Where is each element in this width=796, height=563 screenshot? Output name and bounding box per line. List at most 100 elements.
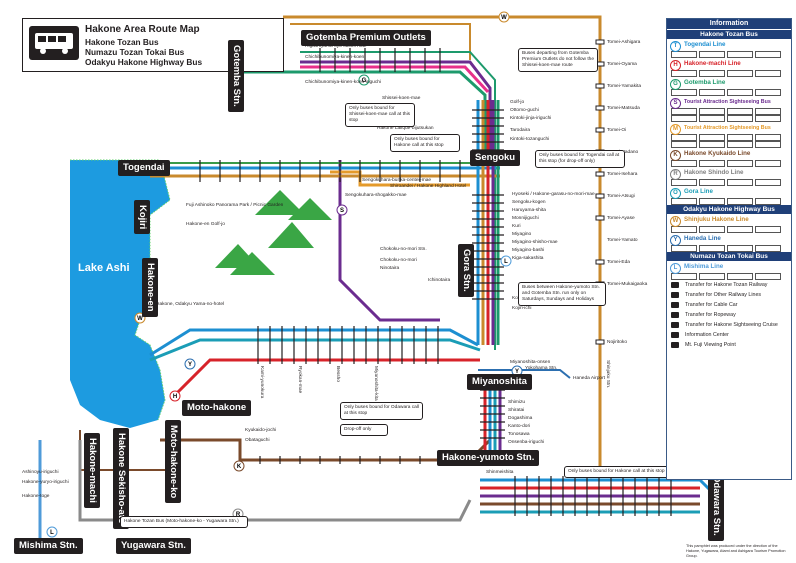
stop-kyukaido-jochi: Kyukaido-jochi [245,428,277,433]
stop-monnijiguchi: Monnijiguchi [512,216,539,221]
stop-kanto: Kanto-dori [508,424,531,429]
station-togendai[interactable]: Togendai [118,160,170,176]
gotemba-line-b [300,51,496,350]
info-line-mishima[interactable]: L Mishima Line [667,261,791,274]
line-s-icon: S [670,97,681,109]
info-line-kyukaido[interactable]: K Hakone Kyukaido Line [667,148,791,161]
info-line-gora[interactable]: O Gora Line [667,186,791,199]
svg-text:K: K [237,464,242,470]
station-hakone-yumoto[interactable]: Hakone-yumoto Stn. [437,450,540,466]
line-o-icon: O [670,187,681,199]
station-odawara[interactable]: Odawara Stn. [708,470,724,541]
stop-yokohama-stn: Yokohama Stn. [525,366,558,371]
hw-stop-1: Tomei-Ashigara [607,40,641,45]
yumoto-trunk [483,380,502,455]
station-gora[interactable]: Gora Stn. [458,244,474,297]
stop-shimizu: Shimizu [508,400,526,405]
station-yugawara[interactable]: Yugawara Stn. [116,538,191,554]
note-togendai: Only buses bound for Hakone call at this… [390,134,460,152]
stop-hakone-en-golf: Hakone-en Golf-jo [186,222,225,227]
info-section-numazu: Numazu Tozan Tokai Bus [667,252,791,261]
stop-hyoseki: Hyoseki / Hakone-garasu-no-mori-mae [512,192,595,197]
mountain-icons [215,190,332,275]
map-title: Hakone Area Route Map [85,24,200,35]
station-moto-hakone-ko[interactable]: Moto-hakone-ko [165,420,181,504]
pink-line [300,65,490,94]
legend-cruise: Transfer for Hakone Sightseeing Cruise [667,320,791,330]
hw-stop-7: Tomei-Isehara [607,172,638,177]
stop-hakone-yuryo: Hakone-yuryo-iriguchi [22,480,69,485]
stop-kuri: Kuri [512,224,521,229]
station-miyanoshita[interactable]: Miyanoshita [467,374,532,390]
stop-sengokuhara-shogakko: Sengokuhara-shogakko-mae [345,193,407,198]
note-sengoku: Only buses bound for Togendai call at th… [535,150,625,168]
station-mishima[interactable]: Mishima Stn. [14,538,83,554]
stop-shiroandei: Shiroandei / Hakone Highland Hotel [390,184,467,189]
stop-miyagino-shisho: Miyagino-shisho-mae [512,240,558,245]
stop-ojibashi: Ojibashi [486,462,504,467]
station-hakone-sekisho-ato[interactable]: Hakone Sekisho-ato [113,428,129,529]
stop-chokoku-mori: Chokoku-no-mori [380,258,417,263]
info-line-hakone-machi[interactable]: H Hakone-machi Line [667,58,791,71]
stop-fuji-ashinoko: Fuji Ashinoko Panorama Park / Picnic Gar… [186,203,284,208]
info-line-shinjuku[interactable]: W Shinjuku Hakone Line [667,214,791,227]
stop-hakone-toge: Hakone-toge [22,494,50,499]
line-m-icon: M [670,123,681,135]
station-hakone-en[interactable]: Hakone-en [142,258,158,317]
stop-haruyama: Haruyama-shita [512,208,546,213]
stop-chokoku-mori-stn: Chokoku-no-mori Stn. [380,247,427,252]
station-gotemba-premium-outlets[interactable]: Gotemba Premium Outlets [301,30,431,46]
station-sengoku[interactable]: Sengoku [470,150,521,166]
info-line-togendai[interactable]: T Togendai Line [667,39,791,52]
info-line-shindo[interactable]: R Hakone Shindo Line [667,167,791,180]
svg-text:W: W [501,15,507,21]
stop-odakyu-yamanohotel: Hakone, Odakyu Yama-no-hotel [156,302,225,307]
sengoku-trunk [476,100,500,345]
map-title-box: Hakone Area Route Map Hakone Tozan Bus N… [22,18,284,72]
stop-kigasaka: Kiga-sakashita [512,256,544,261]
information-panel: Information Hakone Tozan Bus T Togendai … [666,18,792,480]
svg-text:Y: Y [188,362,192,368]
info-line-gotemba[interactable]: G Gotemba Line [667,77,791,90]
ropeway-icon [671,312,679,318]
hw-stop-13: Nojiritoko [607,340,627,345]
stop-shissei: Shissei-koen-mae [382,96,421,101]
stop-chichibu-iriguchi: Chichibunomiya-kinen-koen-iriguchi [305,80,381,85]
info-line-sightseeing-m[interactable]: M Tourist Attraction Sightseeing Bus [667,122,791,135]
legend-other-railway: Transfer for Other Railway Lines [667,290,791,300]
haneda-line [478,369,571,379]
stop-ticks [199,48,672,516]
stop-shiratai: Shiratai [508,408,525,413]
title-line-2: Numazu Tozan Tokai Bus [85,47,185,57]
station-hakone-machi[interactable]: Hakone-machi [84,433,100,508]
sightseeing-s-line [300,60,492,322]
stop-shinmeishita: Shinmeishita [486,470,514,475]
svg-text:H: H [173,394,177,400]
stop-sengokuhara-bunka: Sengokuhara-bunka-center-mae [362,178,432,183]
stop-miyagino-bashi: Miyagino-bashi [512,248,545,253]
legend-ropeway: Transfer for Ropeway [667,310,791,320]
stop-ashinoyu: Ashinoyu-iriguchi [22,470,59,475]
stop-onsenba: Onsenba-iriguchi [508,440,545,445]
line-g-icon: G [670,78,681,90]
stop-chichibunomiya: Chichibunomiya-kinen-koen [305,55,365,60]
stop-shinjuku-stn: Shinjuku Stn. [605,360,610,389]
lake-dotted-outline [70,159,171,421]
note-yumoto: Only buses bound for Hakone call at this… [564,466,692,478]
info-line-haneda[interactable]: Y Haneda Line [667,233,791,246]
stop-higashiyama: Higashiyama-kyo-kaishi-mae [305,44,367,49]
station-kojiri[interactable]: Kojiri [134,200,150,235]
stop-dogashima: Dogashima [508,416,533,421]
stop-miyagino: Miyagino [512,232,532,237]
station-moto-hakone[interactable]: Moto-hakone [182,400,252,416]
hw-stop-4: Tomei-Matsuda [607,106,640,111]
station-gotemba[interactable]: Gotemba Stn. [228,40,244,112]
stop-tonosawa: Tonosawa [508,432,530,437]
other-railway-icon [671,292,679,298]
fuji-view-icon [671,342,679,348]
info-line-sightseeing-s[interactable]: S Tourist Attraction Sightseeing Bus [667,96,791,109]
stop-tarodaira: Tarodaira [510,128,530,133]
note-bottom-route: Hakone Tozan Bus (Moto-hakone-ko - Yugaw… [120,516,248,528]
svg-text:S: S [340,208,344,214]
